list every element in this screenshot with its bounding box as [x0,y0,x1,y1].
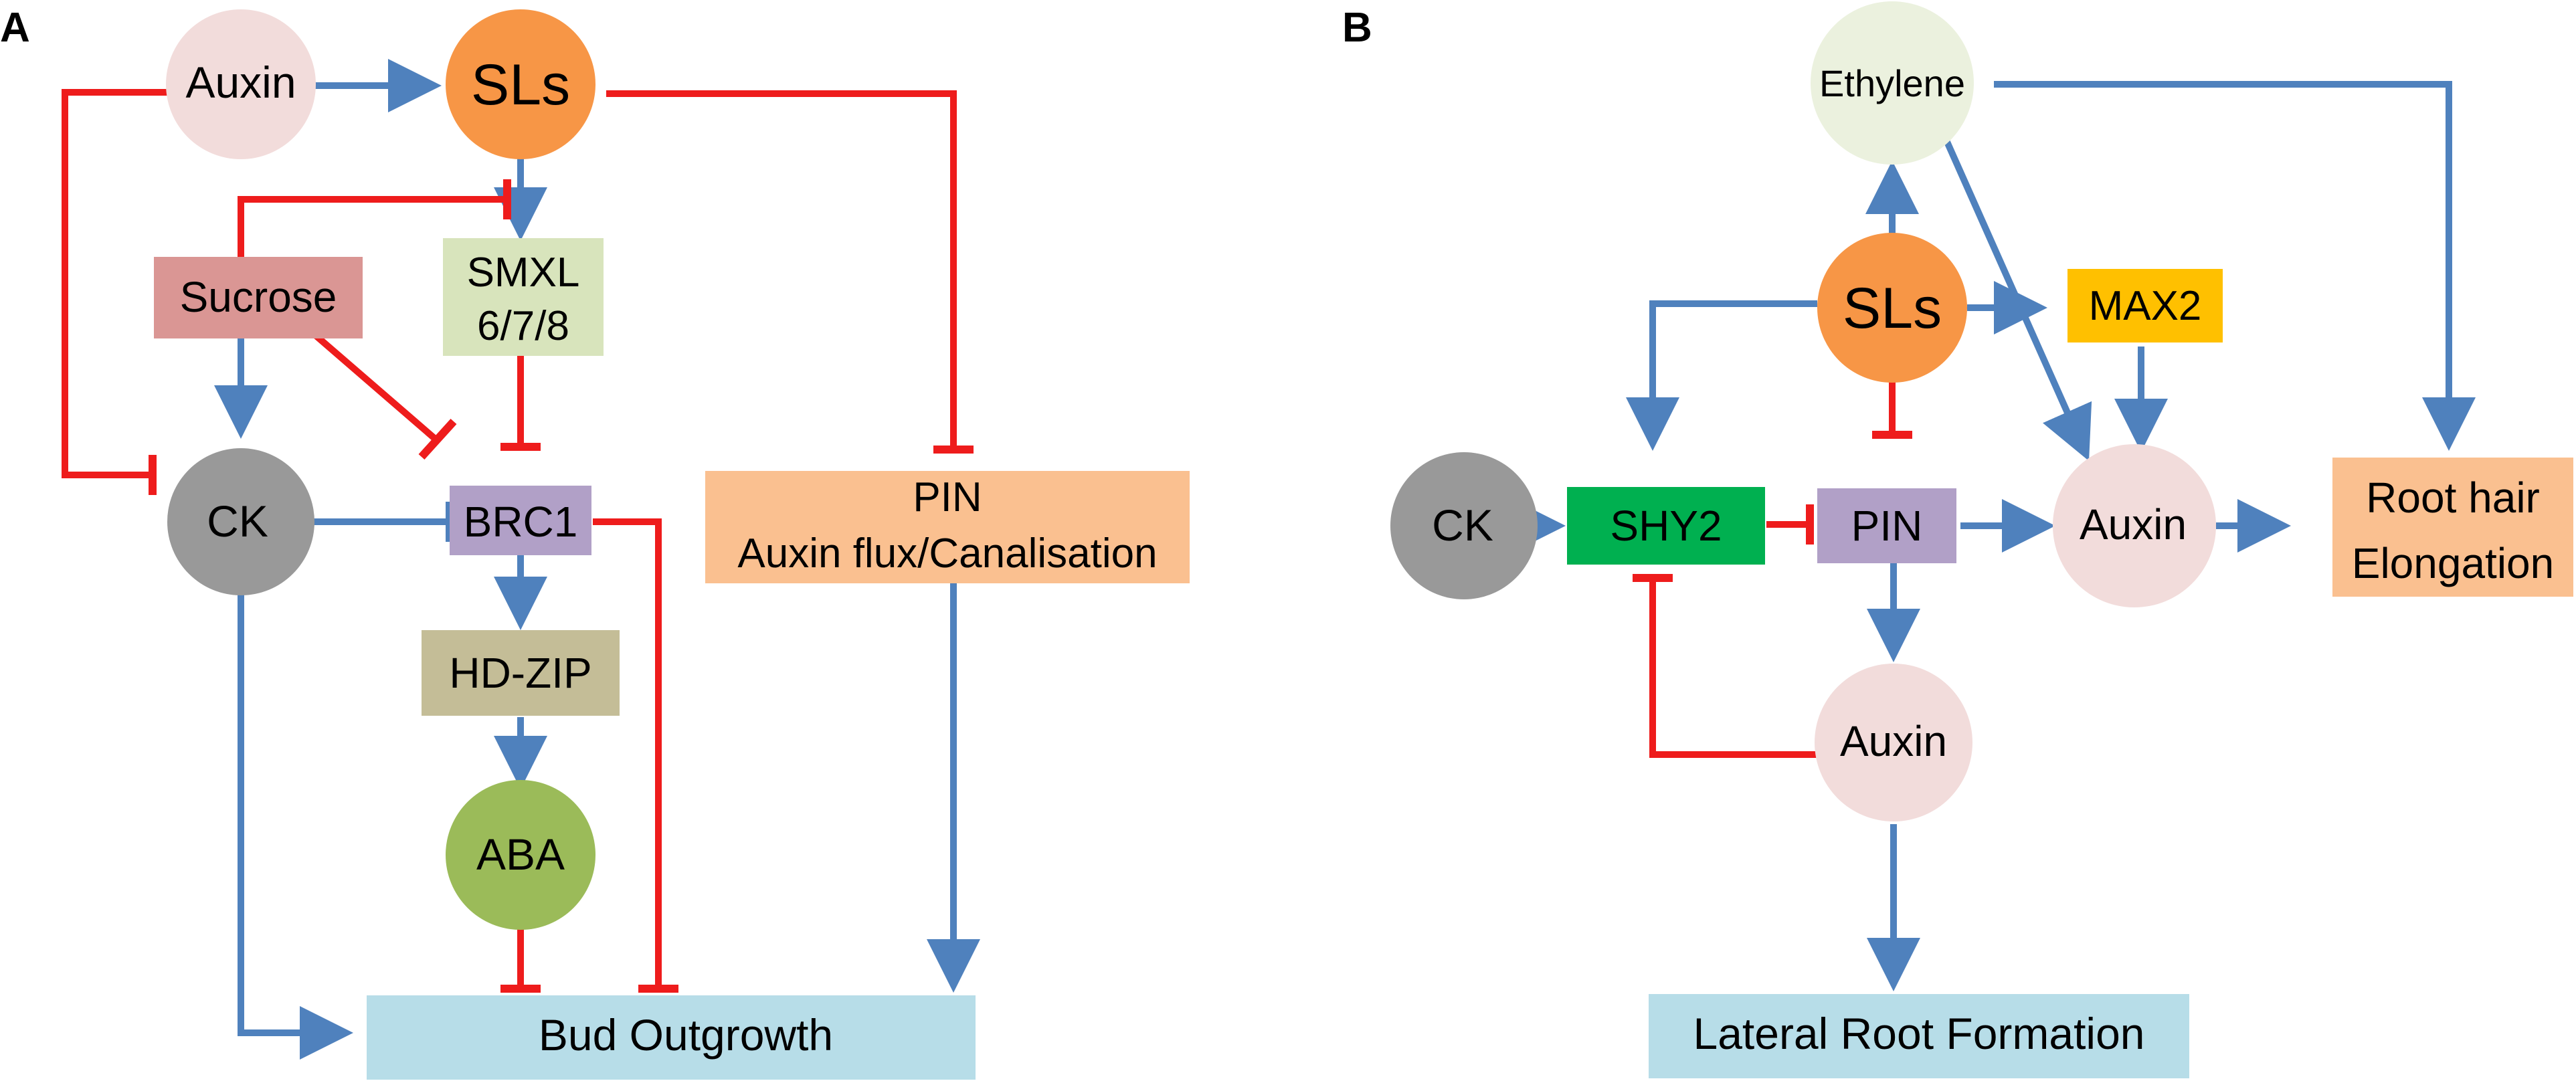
a-pin-label-line1: PIN [913,474,982,520]
a-auxin-label: Auxin [185,58,296,107]
a-sls-node [446,9,595,159]
a-brc1-node [450,486,591,555]
b-shy2-node [1567,487,1765,565]
edge-auxin-inhibits-ck [62,89,167,478]
panel-b-edges [1512,81,2476,991]
b-lateral-root-label: Lateral Root Formation [1693,1009,2145,1058]
b-auxin-right-label: Auxin [2080,500,2187,549]
b-root-hair-label-line2: Elongation [2352,539,2554,587]
edge-sls-to-shy2 [1626,300,1817,451]
a-pin-node [705,471,1190,583]
panel-b-nodes: Ethylene SLs MAX2 CK SHY2 PIN Auxin Root… [1390,1,2573,1078]
a-sucrose-label: Sucrose [180,273,337,321]
edge-brc1-inhibits-bud [593,518,662,989]
edge-ethylene-to-root-hair [1994,81,2476,451]
b-auxin-right-node [2053,444,2216,607]
b-ck-node [1390,452,1538,599]
a-ck-node [167,448,314,595]
edge-auxin-inhibits-shy2 [1649,579,1819,758]
a-sucrose-node [154,257,363,338]
b-lateral-root-node [1649,994,2189,1078]
a-pin-label-line2: Auxin flux/Canalisation [737,530,1157,577]
b-root-hair-label-line1: Root hair [2366,474,2540,522]
edge-sucrose-inhibits-smxl-link [238,196,507,257]
b-ck-label: CK [1432,500,1493,550]
b-ethylene-node [1811,1,1974,165]
panel-a: A [0,5,1190,1080]
panel-b-label: B [1342,5,1372,51]
edge-ck-to-bud [238,557,353,1060]
a-aba-node [446,780,595,930]
b-max2-node [2067,269,2223,342]
b-max2-label: MAX2 [2089,283,2202,329]
b-root-hair-node [2332,458,2573,597]
b-pin-node [1817,488,1956,563]
a-aba-label: ABA [476,829,565,879]
a-bud-outgrowth-label: Bud Outgrowth [539,1010,833,1060]
a-smxl-label-line1: SMXL [467,250,580,296]
a-brc1-label: BRC1 [464,498,578,546]
b-auxin-lower-node [1815,664,1972,821]
edge-sucrose-inhibits-brc1-bar [418,418,457,460]
a-hdzip-label: HD-ZIP [449,649,591,697]
b-auxin-lower-label: Auxin [1840,717,1947,765]
panel-a-label: A [0,5,30,51]
a-hdzip-node [422,630,620,716]
a-sls-label: SLs [471,53,570,117]
a-smxl-node [443,238,604,356]
b-sls-label: SLs [1843,276,1942,340]
b-sls-node [1817,233,1967,383]
edge-ethylene-to-auxin [1944,140,2092,462]
edge-sucrose-inhibits-brc1 [312,332,441,444]
a-auxin-node [166,9,316,159]
b-shy2-label: SHY2 [1610,502,1722,550]
a-bud-outgrowth-node [367,995,976,1080]
edge-sls-inhibits-pin [606,90,957,450]
panel-b: B [1342,1,2573,1078]
a-ck-label: CK [207,496,268,546]
b-pin-label: PIN [1851,502,1923,550]
b-ethylene-label: Ethylene [1819,62,1965,104]
panel-a-nodes: Auxin SLs Sucrose SMXL 6/7/8 CK BRC1 HD-… [154,9,1190,1080]
a-smxl-label-line2: 6/7/8 [477,303,569,349]
